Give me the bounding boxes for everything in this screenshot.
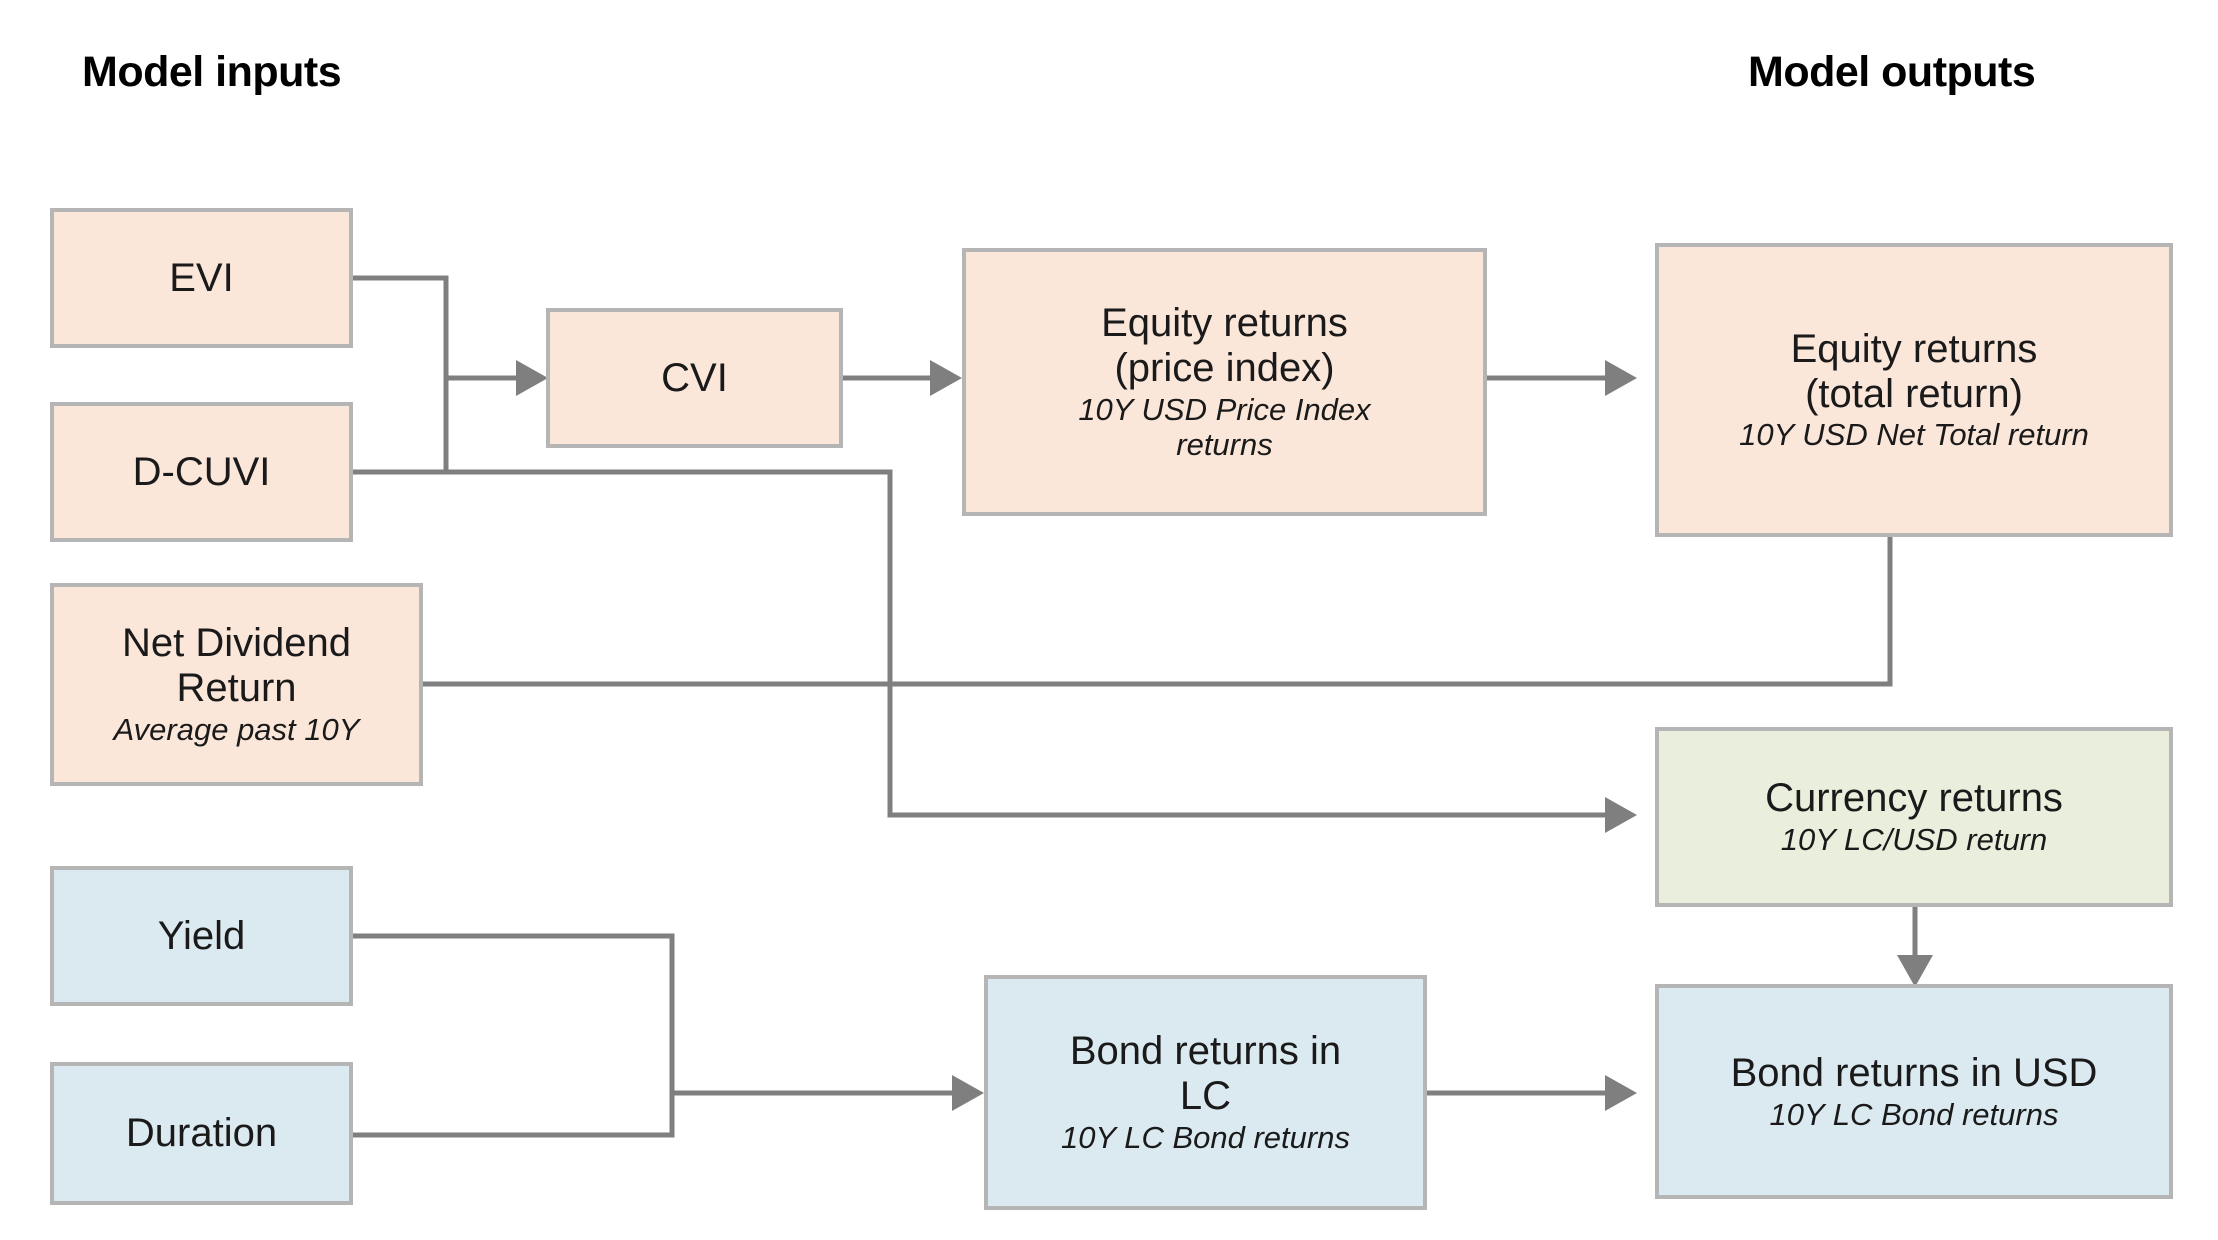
connector-net-dividend-to-equity-total [423,537,1893,687]
connector-yield-to-bond-lc [353,933,675,1093]
node-net-dividend-return[interactable]: Net Dividend Return Average past 10Y [50,583,423,786]
node-equity-returns-total-return-title: Equity returns (total return) [1790,326,2038,416]
node-d-cuvi-title: D-CUVI [132,449,271,494]
node-cvi[interactable]: CVI [546,308,843,448]
node-bond-returns-lc[interactable]: Bond returns in LC 10Y LC Bond returns [984,975,1427,1210]
node-currency-returns-title: Currency returns [1765,776,2063,821]
connector-dcuvi-to-currency [446,469,1605,818]
node-equity-returns-total-return-subtitle: 10Y USD Net Total return [1739,417,2089,453]
node-d-cuvi[interactable]: D-CUVI [50,402,353,542]
node-bond-returns-usd[interactable]: Bond returns in USD 10Y LC Bond returns [1655,984,2173,1199]
node-net-dividend-return-subtitle: Average past 10Y [113,711,360,747]
node-currency-returns[interactable]: Currency returns 10Y LC/USD return [1655,727,2173,907]
node-bond-returns-lc-subtitle: 10Y LC Bond returns [1061,1119,1350,1155]
arrowhead-bond-usd [1605,1075,1637,1111]
node-evi[interactable]: EVI [50,208,353,348]
connector-evi-to-cvi [353,275,449,378]
node-yield[interactable]: Yield [50,866,353,1006]
model-outputs-heading: Model outputs [1748,48,2036,96]
node-bond-returns-lc-title: Bond returns in LC [1069,1029,1342,1119]
node-bond-returns-usd-subtitle: 10Y LC Bond returns [1769,1096,2059,1132]
node-equity-returns-price-index-title: Equity returns (price index) [1101,301,1348,391]
arrowhead-bond-lc [952,1075,984,1111]
node-duration-title: Duration [125,1111,278,1156]
arrowhead-equity-price [930,360,962,396]
arrowhead-bond-usd-top [1897,955,1933,987]
model-inputs-heading: Model inputs [82,48,342,96]
connector-dcuvi-to-cvi [353,378,449,475]
node-equity-returns-total-return[interactable]: Equity returns (total return) 10Y USD Ne… [1655,243,2173,537]
connector-duration-to-bond-lc [353,1093,675,1138]
node-yield-title: Yield [157,913,246,958]
node-net-dividend-return-title: Net Dividend Return [121,621,351,711]
node-equity-returns-price-index[interactable]: Equity returns (price index) 10Y USD Pri… [962,248,1487,516]
arrowhead-currency [1605,797,1637,833]
node-cvi-title: CVI [661,355,728,400]
node-currency-returns-subtitle: 10Y LC/USD return [1780,822,2048,858]
node-bond-returns-usd-title: Bond returns in USD [1730,1050,2098,1095]
arrowhead-equity-total [1605,360,1637,396]
node-equity-returns-price-index-subtitle: 10Y USD Price Index returns [1078,392,1371,462]
node-evi-title: EVI [169,255,234,300]
node-duration[interactable]: Duration [50,1062,353,1205]
arrowhead-cvi [516,360,548,396]
